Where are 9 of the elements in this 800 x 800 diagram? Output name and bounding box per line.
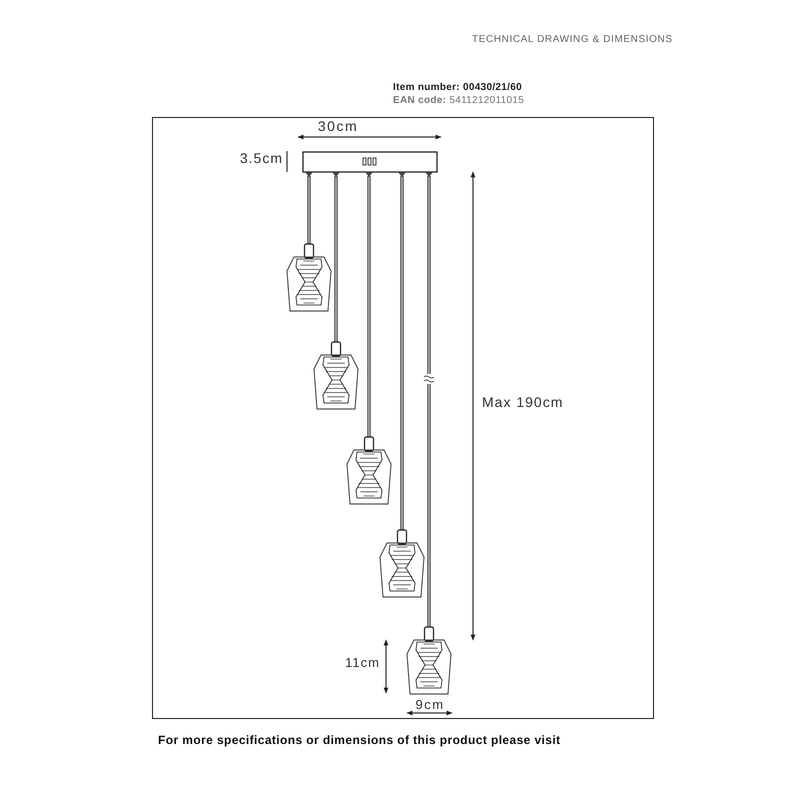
ean-code: EAN code: 5411212011015 [393,95,524,107]
dimension-label: 30cm [318,118,358,135]
item-number: Item number: 00430/21/60 [393,82,522,94]
dimension-label: 11cm [345,655,380,671]
footer-note: For more specifications or dimensions of this product please visit [158,733,560,748]
dimension-label: 3.5cm [240,150,283,167]
dimension-label: Max 190cm [482,394,564,411]
header-text: TECHNICAL DRAWING & DIMENSIONS [472,34,673,46]
dimension-label: 9cm [415,697,445,713]
